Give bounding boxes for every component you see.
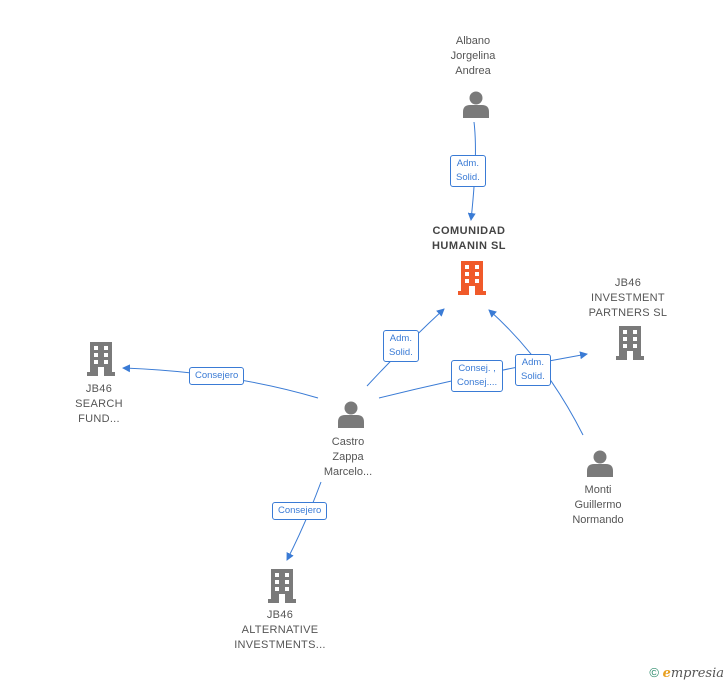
person-icon[interactable] — [338, 401, 364, 429]
brand-logo: empresia — [662, 666, 724, 681]
person-icon[interactable] — [463, 91, 489, 119]
node-jb46-search-label[interactable]: JB46 SEARCH FUND... — [75, 383, 123, 425]
node-castro-label[interactable]: Castro Zappa Marcelo... — [323, 436, 373, 478]
person-icon[interactable] — [587, 450, 613, 478]
edge-label-monti-comunidad[interactable]: Adm. Solid. — [515, 354, 551, 386]
building-icon[interactable] — [268, 569, 296, 603]
edge-castro-alternative — [286, 481, 322, 561]
building-icon[interactable] — [87, 342, 115, 376]
empresia-watermark[interactable]: © empresia — [649, 665, 724, 681]
edge-label-castro-investment[interactable]: Consej. , Consej.... — [451, 360, 504, 392]
building-icon-main[interactable] — [458, 261, 486, 295]
edge-label-castro-search[interactable]: Consejero — [189, 367, 245, 385]
node-comunidad-label[interactable]: COMUNIDAD HUMANIN SL — [431, 225, 507, 252]
node-monti-label[interactable]: Monti Guillermo Normando — [572, 484, 624, 526]
building-icon[interactable] — [616, 326, 644, 360]
node-jb46-investment-label[interactable]: JB46 INVESTMENT PARTNERS SL — [588, 277, 668, 319]
copyright-icon: © — [649, 665, 659, 680]
node-albano-label[interactable]: Albano Jorgelina Andrea — [450, 35, 496, 77]
edge-label-albano-comunidad[interactable]: Adm. Solid. — [450, 155, 486, 187]
node-jb46-alternative-label[interactable]: JB46 ALTERNATIVE INVESTMENTS... — [234, 609, 326, 651]
edge-label-castro-alternative[interactable]: Consejero — [272, 502, 328, 520]
edge-label-castro-comunidad[interactable]: Adm. Solid. — [383, 330, 419, 362]
